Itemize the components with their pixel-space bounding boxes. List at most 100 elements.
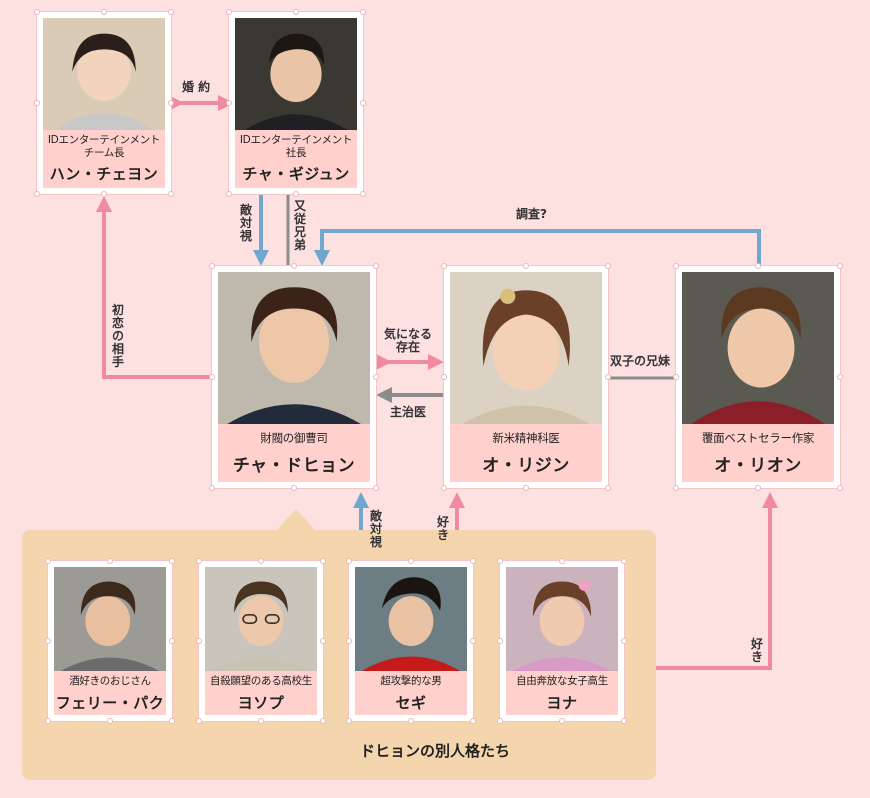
role-text: 超攻撃的な男 <box>380 675 442 687</box>
panel-pointer <box>276 509 316 531</box>
corner-handle <box>320 638 326 644</box>
corner-handle <box>360 191 366 197</box>
corner-handle <box>168 9 174 15</box>
character-name: ヨソプ <box>237 694 285 712</box>
corner-handle <box>523 485 529 491</box>
card-ferry[interactable]: 酒好きのおじさんフェリー・パク <box>45 558 175 724</box>
role-text: IDエンターテインメント 社長 <box>239 134 353 159</box>
label-twins: 双子の兄妹 <box>610 354 671 368</box>
corner-handle <box>34 191 40 197</box>
corner-handle <box>258 558 264 564</box>
corner-handle <box>209 263 215 269</box>
corner-handle <box>291 263 297 269</box>
corner-handle <box>470 558 476 564</box>
corner-handle <box>226 191 232 197</box>
corner-handle <box>408 718 414 724</box>
portrait <box>450 272 602 424</box>
role-text: IDエンターテインメント チーム長 <box>47 134 161 159</box>
role-text: 酒好きのおじさん <box>69 675 151 687</box>
character-name: フェリー・パク <box>55 694 165 712</box>
corner-handle <box>291 485 297 491</box>
corner-handle <box>441 374 447 380</box>
corner-handle <box>470 638 476 644</box>
character-name: チャ・ギジュン <box>242 165 350 183</box>
label-engaged: 婚 約 <box>182 80 211 94</box>
corner-handle <box>293 191 299 197</box>
card-rijin[interactable]: 新米精神科医オ・リジン <box>441 263 611 491</box>
corner-handle <box>107 558 113 564</box>
label-rival-1: 敵対視 <box>239 203 252 243</box>
character-name: オ・リオン <box>714 456 802 476</box>
corner-handle <box>755 263 761 269</box>
label-rival-2: 敵対視 <box>369 509 382 549</box>
card-gijun[interactable]: IDエンターテインメント 社長チャ・ギジュン <box>226 9 366 197</box>
corner-handle <box>258 718 264 724</box>
character-name: ハン・チェヨン <box>49 165 159 183</box>
character-name: セギ <box>395 694 427 712</box>
card-segi[interactable]: 超攻撃的な男セギ <box>346 558 476 724</box>
portrait <box>235 18 357 130</box>
corner-handle <box>293 9 299 15</box>
label-like-1: 好き <box>436 515 449 542</box>
label-concern: 気になる 存在 <box>384 327 433 354</box>
portrait <box>682 272 834 424</box>
like-arrow-yona <box>623 492 778 670</box>
corner-handle <box>226 100 232 106</box>
corner-handle <box>320 558 326 564</box>
corner-handle <box>107 718 113 724</box>
corner-handle <box>168 191 174 197</box>
character-name: オ・リジン <box>482 456 570 476</box>
label-first-love: 初恋の相手 <box>111 303 124 369</box>
corner-handle <box>837 263 843 269</box>
card-rion[interactable]: 覆面ベストセラー作家オ・リオン <box>673 263 843 491</box>
corner-handle <box>497 638 503 644</box>
corner-handle <box>470 718 476 724</box>
corner-handle <box>673 485 679 491</box>
portrait <box>355 567 467 671</box>
label-like-2: 好き <box>750 637 763 664</box>
corner-handle <box>441 263 447 269</box>
corner-handle <box>621 718 627 724</box>
corner-handle <box>196 638 202 644</box>
first-love-arrow <box>96 196 212 379</box>
label-investigate: 調査? <box>516 207 547 221</box>
corner-handle <box>168 100 174 106</box>
corner-handle <box>523 263 529 269</box>
role-text: 財閥の御曹司 <box>260 431 328 445</box>
card-yoseop[interactable]: 自殺願望のある高校生ヨソプ <box>196 558 326 724</box>
card-dohyon[interactable]: 財閥の御曹司チャ・ドヒョン <box>209 263 379 491</box>
corner-handle <box>837 485 843 491</box>
corner-handle <box>169 638 175 644</box>
portrait <box>54 567 166 671</box>
corner-handle <box>559 718 565 724</box>
corner-handle <box>346 638 352 644</box>
investigate-arrow <box>314 229 761 268</box>
corner-handle <box>497 718 503 724</box>
portrait <box>205 567 317 671</box>
corner-handle <box>605 485 611 491</box>
corner-handle <box>320 718 326 724</box>
corner-handle <box>373 374 379 380</box>
corner-handle <box>101 191 107 197</box>
corner-handle <box>673 374 679 380</box>
role-text: 自由奔放な女子高生 <box>516 675 608 687</box>
corner-handle <box>673 263 679 269</box>
portrait <box>43 18 165 130</box>
corner-handle <box>101 9 107 15</box>
corner-handle <box>360 100 366 106</box>
corner-handle <box>45 638 51 644</box>
corner-handle <box>209 485 215 491</box>
corner-handle <box>373 263 379 269</box>
portrait <box>506 567 618 671</box>
portrait <box>218 272 370 424</box>
corner-handle <box>497 558 503 564</box>
corner-handle <box>45 558 51 564</box>
role-text: 新米精神科医 <box>492 431 560 445</box>
corner-handle <box>755 485 761 491</box>
role-text: 自殺願望のある高校生 <box>210 675 312 687</box>
card-yona[interactable]: 自由奔放な女子高生ヨナ <box>497 558 627 724</box>
corner-handle <box>346 718 352 724</box>
card-han[interactable]: IDエンターテインメント チーム長ハン・チェヨン <box>34 9 174 197</box>
role-text: 覆面ベストセラー作家 <box>701 431 815 445</box>
character-name: チャ・ドヒョン <box>232 456 356 476</box>
